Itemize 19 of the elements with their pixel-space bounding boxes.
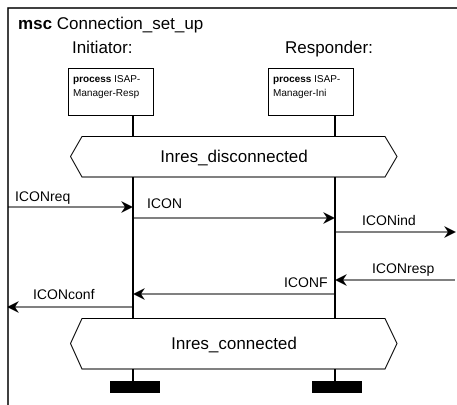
instance-name: Initiator:: [72, 38, 132, 58]
edge-label: ICON: [146, 196, 183, 211]
message-arrow: [7, 301, 132, 313]
process-box: process ISAP-Manager-Resp: [68, 68, 154, 116]
message-arrow: [336, 226, 456, 238]
edge-label: ICONreq: [14, 189, 72, 204]
message-arrow: [134, 212, 335, 224]
condition-label: Inres_connected: [170, 334, 298, 354]
process-box: process ISAP-Manager-Ini: [268, 68, 354, 116]
instance-name: Responder:: [285, 38, 373, 58]
edge-label: ICONresp: [371, 261, 436, 276]
diagram-title: msc Connection_set_up: [18, 14, 204, 34]
condition-label: Inres_disconnected: [159, 147, 309, 167]
edge-label: ICONF: [283, 275, 329, 290]
edge-label: ICONconf: [32, 287, 96, 302]
message-arrow: [133, 288, 334, 300]
edge-label: ICONind: [361, 213, 417, 228]
message-arrow: [8, 201, 133, 213]
message-arrow: [335, 274, 456, 286]
